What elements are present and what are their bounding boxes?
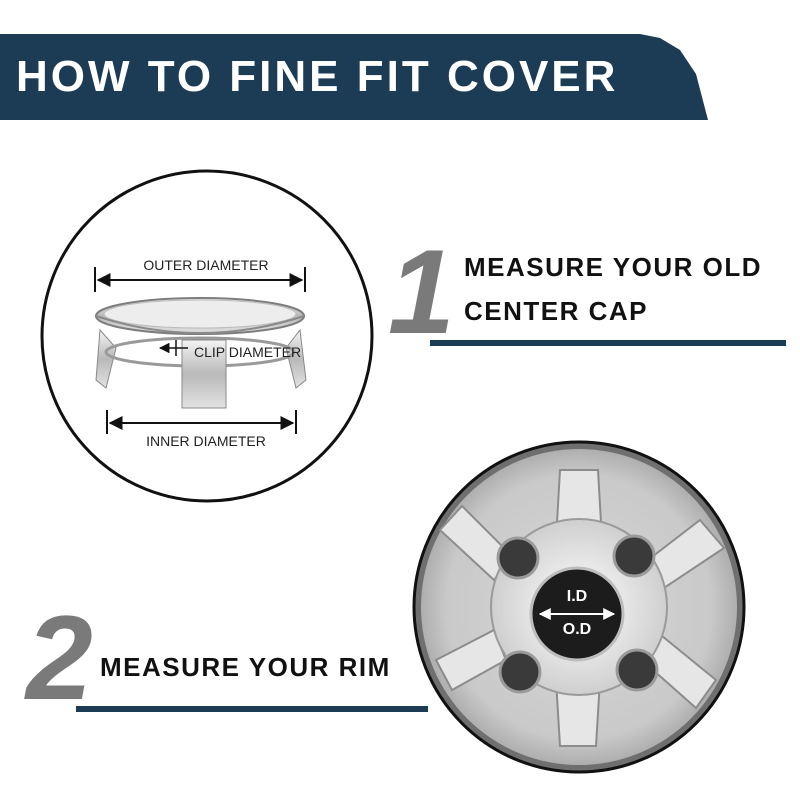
step-1-line-2: CENTER CAP <box>464 296 649 326</box>
step-1-line-1: MEASURE YOUR OLD <box>464 252 762 282</box>
center-cap-photo <box>95 297 307 409</box>
step-1-number: 1 <box>388 225 455 359</box>
outer-diameter-badge: O.D <box>563 621 591 638</box>
rim-diagram <box>412 440 746 774</box>
outer-diameter-label: OUTER DIAMETER <box>143 257 268 273</box>
step-2-number: 2 <box>26 591 93 725</box>
step-2-text: MEASURE YOUR RIM <box>100 652 391 682</box>
title-banner <box>0 34 708 120</box>
inner-diameter-label: INNER DIAMETER <box>146 433 266 449</box>
step-1-underline <box>430 340 786 346</box>
step-2-underline <box>76 706 428 712</box>
cap-frame-circle <box>40 169 374 503</box>
inner-diameter-badge: I.D <box>567 588 587 605</box>
clip-diameter-label: CLIP DIAMETER <box>194 344 301 360</box>
page-title: HOW TO FINE FIT COVER <box>16 52 619 101</box>
